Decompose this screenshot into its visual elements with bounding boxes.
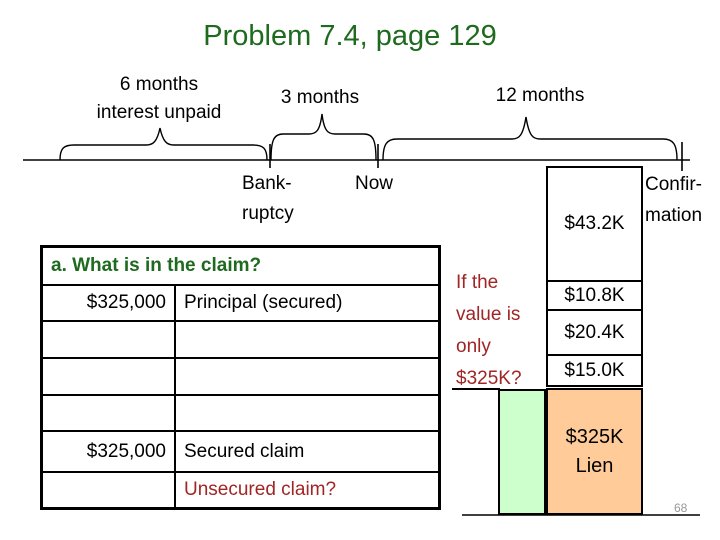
value-question: If the value is only $325K? xyxy=(456,267,522,395)
brace-6-months xyxy=(59,127,268,161)
description-cell xyxy=(176,322,438,357)
claim-table: a. What is in the claim? $325,000 Princi… xyxy=(40,245,441,510)
label-12-months: 12 months xyxy=(495,85,585,106)
label-confirmation: Confir- mation xyxy=(645,169,702,231)
label-bankruptcy-line1: Bank- xyxy=(242,173,292,194)
amount-cell: $325,000 xyxy=(43,286,176,320)
collateral-value-bar xyxy=(498,389,546,515)
value-question-line3: only xyxy=(456,336,491,357)
stack-cell-interest-2: $10.8K xyxy=(548,282,641,311)
table-row: Unsecured claim? xyxy=(43,471,438,507)
description-cell: Secured claim xyxy=(184,440,305,462)
description-cell xyxy=(176,396,438,430)
label-6-months-interest: 6 months interest unpaid xyxy=(59,71,259,127)
label-now: Now xyxy=(355,173,394,194)
amount-cell xyxy=(43,473,176,507)
amount-cell xyxy=(43,396,176,430)
interest-stack: $43.2K $10.8K $20.4K $15.0K xyxy=(546,166,643,387)
page-title: Problem 7.4, page 129 xyxy=(203,20,497,52)
description-cell: Unsecured claim? xyxy=(184,479,337,500)
claim-table-header: a. What is in the claim? xyxy=(51,255,262,276)
label-6-months-line1: 6 months xyxy=(119,74,199,95)
amount-cell xyxy=(43,359,176,394)
description-cell: Principal (secured) xyxy=(184,292,343,313)
value-question-line4: $325K? xyxy=(456,368,522,389)
lien-bar: $325K Lien xyxy=(546,388,643,515)
stack-cell-confirmation-interest: $43.2K xyxy=(548,168,641,282)
label-6-months-line2: interest unpaid xyxy=(96,102,222,123)
amount-cell: $325,000 xyxy=(43,432,176,471)
amount-cell xyxy=(43,322,176,357)
value-question-line1: If the xyxy=(456,272,499,293)
lien-bar-amount: $325K xyxy=(565,425,624,448)
label-confirmation-line1: Confir- xyxy=(645,174,703,195)
stack-cell-interest-4: $15.0K xyxy=(564,359,625,381)
label-bankruptcy: Bank- ruptcy xyxy=(242,169,294,229)
table-row xyxy=(43,320,438,357)
label-confirmation-line2: mation xyxy=(645,205,703,226)
table-row xyxy=(43,357,438,394)
lien-bar-label: Lien xyxy=(575,454,614,477)
stack-cell-interest-3: $20.4K xyxy=(548,311,641,356)
label-3-months: 3 months xyxy=(280,87,360,108)
table-row xyxy=(43,394,438,430)
table-row: $325,000 Principal (secured) xyxy=(43,284,438,320)
page-number: 68 xyxy=(674,501,688,515)
table-row: $325,000 Secured claim xyxy=(43,430,438,471)
label-bankruptcy-line2: ruptcy xyxy=(242,203,294,224)
value-question-line2: value is xyxy=(456,304,521,325)
brace-3-months xyxy=(270,113,377,161)
brace-12-months xyxy=(382,116,678,161)
description-cell xyxy=(176,359,438,394)
